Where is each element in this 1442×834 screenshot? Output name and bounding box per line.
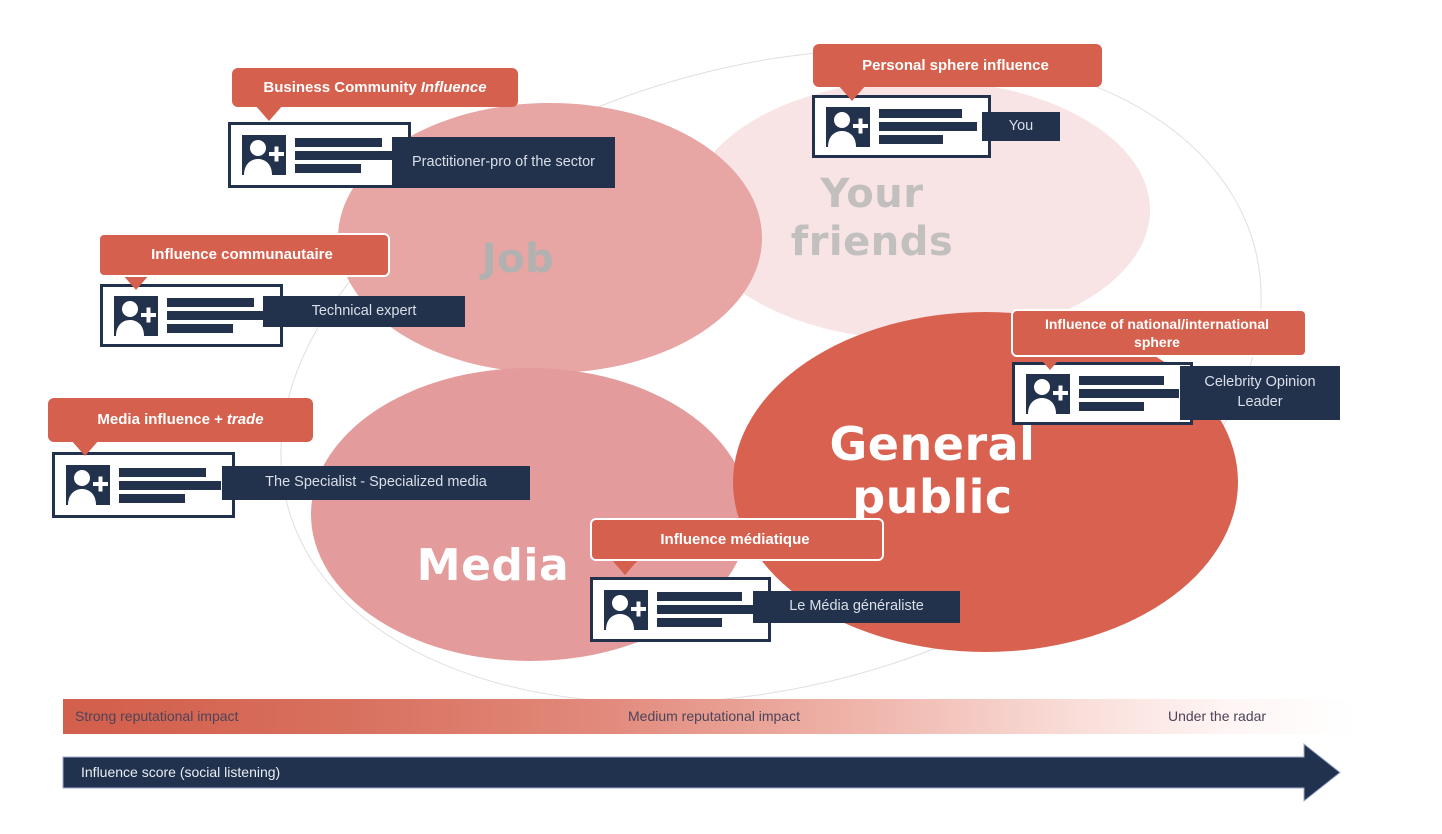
id-card-business-community (228, 122, 411, 188)
triangle-down-pointer-icon (1036, 354, 1064, 370)
legend-under-radar: Under the radar (1168, 708, 1267, 724)
id-card-media-trade (52, 452, 235, 518)
person-add-icon (826, 106, 870, 147)
sphere-media-label: Media (416, 540, 570, 591)
tag-text: Media influence + (97, 411, 223, 429)
triangle-down-pointer-icon (611, 559, 639, 575)
id-card-text-lines (295, 137, 397, 173)
tag-text: Influence médiatique (660, 530, 810, 548)
id-card-personal-sphere (812, 95, 991, 158)
triangle-down-pointer-icon (122, 274, 150, 290)
person-add-icon (1026, 373, 1070, 414)
tag-text: Personal sphere influence (862, 56, 1049, 74)
sphere-your-friends-label: Your friends (790, 171, 954, 265)
tag-media-influence-trade: Media influence +trade (48, 398, 313, 442)
persona-label-practitioner: Practitioner-pro of the sector (392, 137, 615, 188)
sphere-job-label: Job (481, 236, 555, 282)
id-card-text-lines (879, 109, 977, 144)
triangle-down-pointer-icon (255, 105, 283, 121)
id-card-text-lines (119, 467, 221, 503)
tag-text-italic: trade (226, 411, 264, 429)
persona-label-technical-expert: Technical expert (263, 296, 465, 327)
tag-text-italic: Influence (420, 78, 487, 96)
person-add-icon (604, 589, 648, 630)
tag-influence-communautaire: Influence communautaire (98, 233, 390, 277)
reputational-impact-gradient-bar (63, 699, 1355, 734)
tag-text: Influence of national/international sphe… (1044, 315, 1269, 350)
persona-label-specialist: The Specialist - Specialized media (222, 466, 530, 500)
tag-text: Influence communautaire (151, 246, 333, 264)
triangle-down-pointer-icon (71, 440, 99, 456)
person-add-icon (114, 295, 158, 336)
tag-national-international-sphere: Influence of national/international sphe… (1011, 309, 1307, 357)
right-arrow-icon (62, 742, 1341, 803)
persona-label-celebrity: Celebrity Opinion Leader (1180, 366, 1340, 420)
tag-personal-sphere-influence: Personal sphere influence (813, 44, 1102, 87)
triangle-down-pointer-icon (838, 85, 866, 101)
legend-strong-impact: Strong reputational impact (75, 708, 239, 724)
id-card-mediatique (590, 577, 771, 642)
influence-score-arrow-label: Influence score (social listening) (81, 764, 281, 780)
id-card-communautaire (100, 284, 283, 347)
person-add-icon (242, 135, 286, 175)
id-card-text-lines (1079, 376, 1179, 411)
tag-text: Business Community (263, 78, 417, 96)
id-card-text-lines (167, 298, 269, 333)
id-card-text-lines (657, 592, 757, 627)
sphere-general-public-label: General public (829, 417, 1036, 524)
person-add-icon (66, 465, 110, 505)
id-card-national-international (1012, 362, 1193, 425)
tag-influence-mediatique: Influence médiatique (590, 518, 884, 561)
persona-label-you: You (982, 112, 1060, 141)
legend-medium-impact: Medium reputational impact (628, 708, 800, 724)
persona-label-media-generaliste: Le Média généraliste (753, 591, 960, 623)
